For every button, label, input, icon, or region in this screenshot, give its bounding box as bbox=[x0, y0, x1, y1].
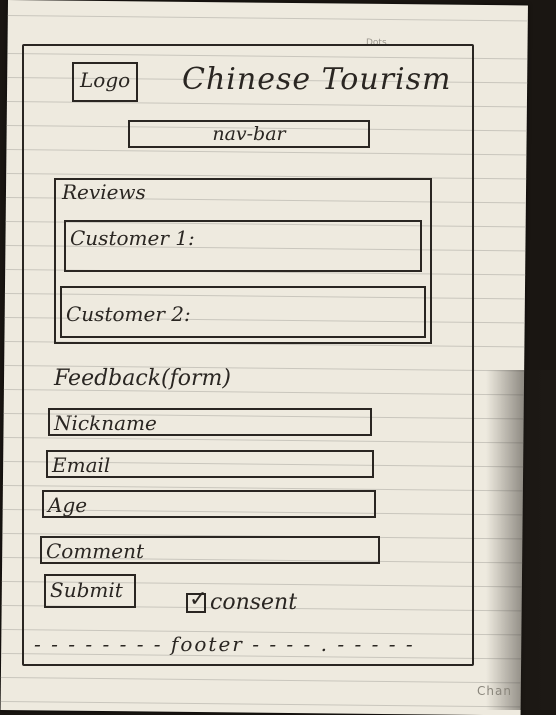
footer: - - - - - - - - footer - - - - . - - - -… bbox=[34, 632, 415, 656]
paper-mark: Dots. bbox=[366, 38, 390, 48]
logo[interactable]: Logo bbox=[72, 62, 138, 102]
consent-control[interactable]: ✓ consent bbox=[186, 588, 298, 615]
consent-checkbox[interactable]: ✓ bbox=[186, 588, 207, 613]
nav-bar[interactable]: nav-bar bbox=[128, 120, 370, 148]
page-frame bbox=[22, 44, 474, 666]
watermark: Chan bbox=[477, 684, 512, 698]
review-card-customer-2: Customer 2: bbox=[60, 286, 426, 338]
comment-field[interactable]: Comment bbox=[40, 536, 380, 564]
review-card-customer-1: Customer 1: bbox=[64, 220, 422, 272]
photo-shadow bbox=[486, 370, 556, 710]
nickname-field[interactable]: Nickname bbox=[48, 408, 372, 436]
check-icon: ✓ bbox=[189, 586, 208, 612]
reviews-section bbox=[54, 178, 432, 344]
submit-button[interactable]: Submit bbox=[44, 574, 136, 608]
age-field[interactable]: Age bbox=[42, 490, 376, 518]
site-title: Chinese Tourism bbox=[182, 62, 452, 97]
feedback-heading: Feedback(form) bbox=[54, 366, 231, 391]
email-field[interactable]: Email bbox=[46, 450, 374, 478]
reviews-heading: Reviews bbox=[62, 180, 146, 204]
consent-label: consent bbox=[210, 590, 298, 615]
